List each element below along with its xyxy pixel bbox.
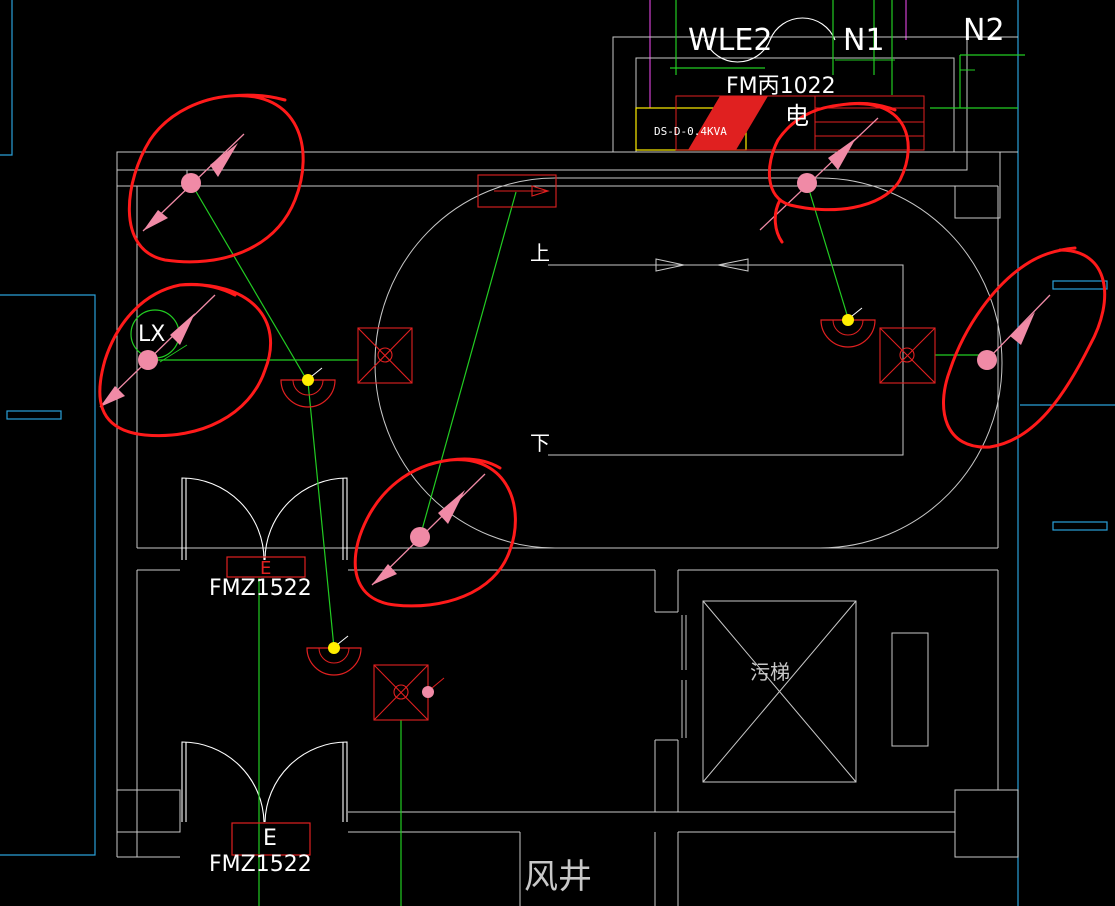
label-n1: N1 bbox=[843, 23, 885, 58]
x-box-symbols bbox=[357, 327, 936, 721]
label-fm-bing-1022: FM丙1022 bbox=[726, 74, 836, 99]
light-top-right bbox=[759, 117, 879, 231]
label-wle2: WLE2 bbox=[688, 23, 773, 58]
label-lx: LX bbox=[138, 322, 166, 347]
distribution-box bbox=[635, 95, 925, 151]
label-air-shaft: 风井 bbox=[524, 857, 592, 897]
label-stair-down: 下 bbox=[530, 431, 550, 455]
small-lamp-icon bbox=[422, 686, 434, 698]
sensor-left bbox=[280, 367, 336, 408]
door-swings bbox=[181, 17, 836, 823]
sensor-symbols bbox=[280, 307, 876, 676]
light-top-left bbox=[142, 133, 245, 232]
label-dian: 电 bbox=[785, 102, 809, 130]
sensor-right bbox=[820, 307, 876, 348]
marker-lines-top-right bbox=[835, 59, 975, 71]
stair-outline bbox=[374, 177, 1003, 549]
red-markup-circles bbox=[98, 93, 1107, 608]
label-door-fmz1522-2: FMZ1522 bbox=[209, 852, 312, 877]
light-center-bottom bbox=[371, 473, 486, 586]
light-right bbox=[977, 294, 1051, 370]
building-walls bbox=[116, 36, 1019, 906]
light-left bbox=[99, 294, 216, 408]
elevator-shaft bbox=[702, 600, 857, 783]
label-stair-up: 上 bbox=[530, 241, 550, 265]
green-wiring bbox=[130, 0, 1025, 906]
x-box-bottom bbox=[373, 664, 429, 721]
magenta-lines bbox=[649, 0, 907, 108]
label-door-fmz1522-1: FMZ1522 bbox=[209, 576, 312, 601]
label-n2: N2 bbox=[963, 13, 1005, 48]
emergency-lights bbox=[99, 117, 1051, 586]
damper-symbol bbox=[477, 174, 557, 208]
x-box-left bbox=[357, 327, 413, 384]
label-distribution-box: DS-D-0.4KVA bbox=[654, 125, 727, 138]
sensor-bottom bbox=[306, 635, 362, 676]
label-exit-e-2: E bbox=[263, 826, 277, 851]
x-box-right bbox=[879, 327, 936, 384]
label-exit-e-1: E bbox=[260, 558, 272, 579]
label-elevator: 污梯 bbox=[750, 660, 790, 684]
exit-sign-boxes bbox=[226, 556, 311, 856]
